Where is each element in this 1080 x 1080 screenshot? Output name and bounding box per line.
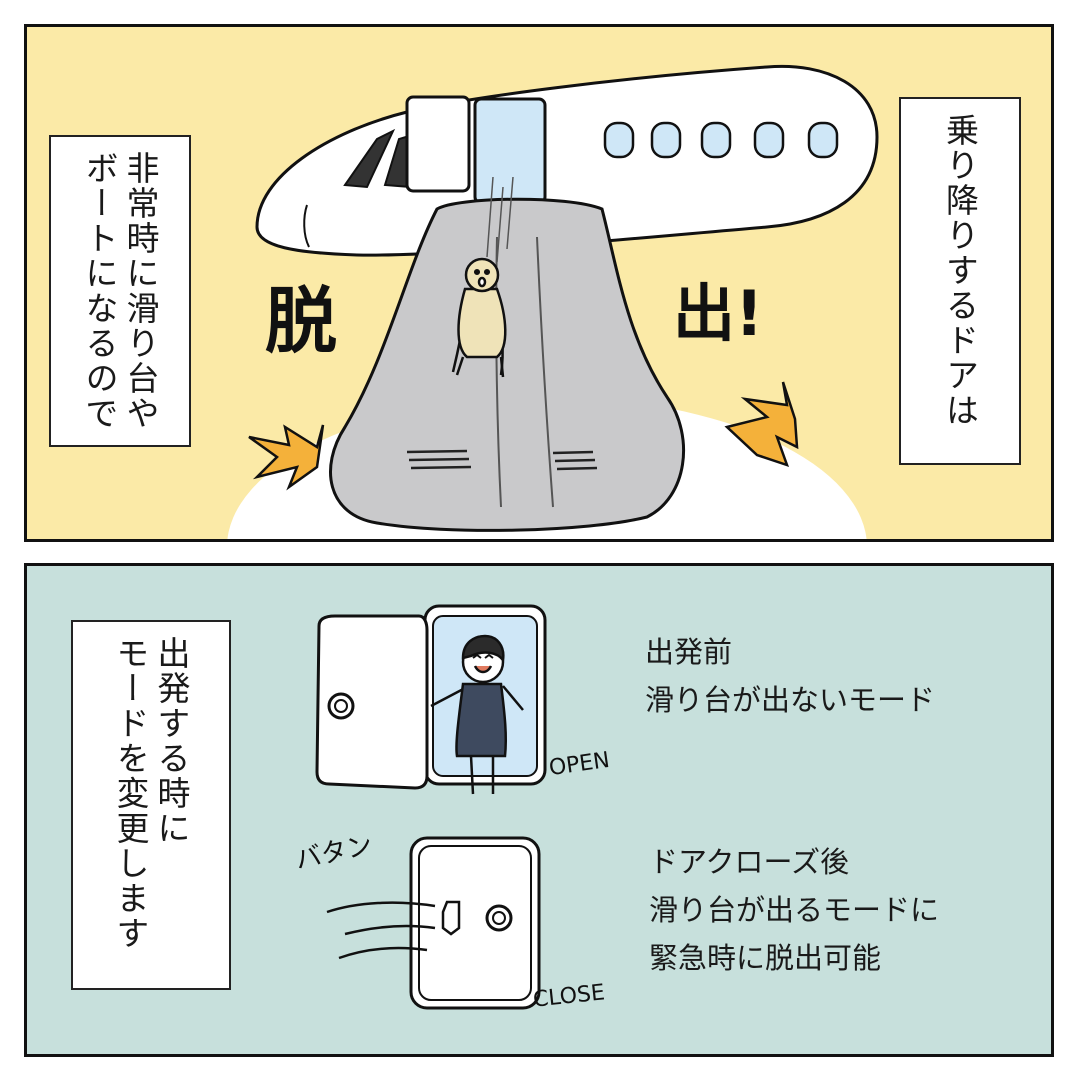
- door-handle-icon: [485, 904, 513, 932]
- nose-line: [303, 204, 310, 248]
- left-caption-box-2: 出発する時に モードを変更します: [71, 620, 231, 990]
- airplane-slide-illustration: [27, 27, 1051, 539]
- sfx-escape-right: 出!: [673, 277, 764, 350]
- open-desc-line-2: 滑り台が出ないモード: [645, 683, 936, 717]
- opened-door-panel: [405, 95, 471, 193]
- close-desc-line-1: ドアクローズ後: [649, 845, 850, 879]
- sliding-person-figure: [451, 257, 507, 378]
- left-caption-box: 非常時に滑り台や ボートになるので: [49, 135, 191, 447]
- open-desc-line-1: 出発前: [645, 635, 733, 669]
- comic-panel-door-mode: 出発する時に モードを変更します OPEN CLOSE バタン 出発前 滑り台が…: [24, 563, 1054, 1057]
- impact-burst-left: [248, 424, 325, 491]
- close-desc-line-3: 緊急時に脱出可能: [649, 941, 882, 975]
- right-caption-line-1: 乗り降りするドアは: [940, 113, 980, 428]
- flight-attendant-figure: [430, 634, 524, 795]
- closed-door: [409, 836, 541, 1010]
- left-caption-line-2: ボートになるので: [80, 151, 119, 431]
- comic-panel-escape-slide: 非常時に滑り台や ボートになるので 乗り降りするドアは 脱 出!: [24, 24, 1054, 542]
- right-caption-box: 乗り降りするドアは: [899, 97, 1021, 465]
- slide-stripes: [406, 449, 598, 471]
- door-opening: [473, 97, 547, 205]
- escape-slide: [329, 197, 686, 532]
- passenger-windows: [603, 121, 839, 159]
- impact-burst-right: [724, 381, 799, 467]
- left-caption-line-1: 非常時に滑り台や: [121, 151, 160, 431]
- opened-door-leaf: [315, 614, 429, 790]
- left-caption-line-1: 出発する時に: [152, 636, 191, 846]
- speed-lines: [486, 176, 514, 263]
- door-handle-icon: [327, 692, 355, 720]
- close-desc-line-2: 滑り台が出るモードに: [649, 893, 940, 927]
- slide-lane-line: [536, 236, 554, 508]
- left-caption-line-2: モードを変更します: [111, 636, 150, 951]
- cockpit-window-icon: [343, 128, 396, 189]
- sfx-escape-left: 脱: [265, 279, 338, 363]
- door-lever-icon: [441, 900, 461, 936]
- slam-motion-lines: [326, 901, 436, 960]
